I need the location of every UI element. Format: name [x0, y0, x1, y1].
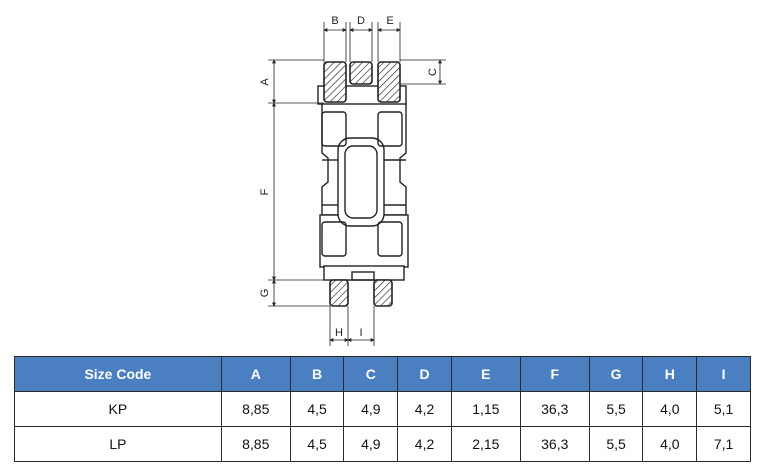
table-cell: 8,85 — [220, 426, 291, 462]
table-cell: 4,9 — [343, 426, 399, 462]
table-cell: 4,5 — [289, 391, 345, 427]
dim-label-d: D — [357, 15, 365, 27]
header-a: A — [220, 356, 291, 392]
dimensions-table: Size Code A B C D E F G H I KP 8,85 4,5 … — [14, 356, 751, 462]
header-c: C — [343, 356, 399, 392]
bottom-hatched-sections — [329, 279, 393, 307]
table-cell: 7,1 — [696, 426, 751, 462]
dimension-lines — [268, 22, 446, 346]
table-row: LP 8,85 4,5 4,9 4,2 2,15 36,3 5,5 4,0 7,… — [14, 426, 751, 462]
table-cell: 4,2 — [397, 426, 452, 462]
technical-drawing: B D E A F G C H I — [259, 15, 446, 346]
table-cell: 36,3 — [519, 426, 590, 462]
header-d: D — [397, 356, 452, 392]
dim-label-e: E — [386, 15, 393, 27]
header-h: H — [642, 356, 698, 392]
header-g: G — [588, 356, 644, 392]
header-size-code: Size Code — [14, 356, 222, 392]
table-cell: 4,0 — [642, 391, 698, 427]
table-cell: 4,9 — [343, 391, 399, 427]
dim-label-c: C — [427, 68, 439, 76]
top-hatched-sections — [323, 61, 401, 103]
table-cell: 5,1 — [696, 391, 751, 427]
dim-label-a: A — [259, 78, 271, 86]
header-f: F — [519, 356, 590, 392]
table-cell: 8,85 — [220, 391, 291, 427]
dim-label-g: G — [259, 289, 271, 298]
dim-label-i: I — [359, 327, 362, 339]
table-cell: 36,3 — [519, 391, 590, 427]
table-cell: 4,0 — [642, 426, 698, 462]
dim-label-b: B — [331, 15, 338, 27]
table-header-row: Size Code A B C D E F G H I — [14, 356, 751, 392]
dimension-labels: B D E A F G C H I — [259, 15, 439, 339]
table-cell: 5,5 — [588, 391, 644, 427]
part-outline — [317, 85, 409, 281]
table-cell: 2,15 — [450, 426, 521, 462]
table-cell: KP — [14, 391, 222, 427]
table-cell: 1,15 — [450, 391, 521, 427]
header-i: I — [696, 356, 751, 392]
header-e: E — [450, 356, 521, 392]
header-b: B — [289, 356, 345, 392]
table-row: KP 8,85 4,5 4,9 4,2 1,15 36,3 5,5 4,0 5,… — [14, 391, 751, 427]
table-cell: 4,5 — [289, 426, 345, 462]
table-cell: 5,5 — [588, 426, 644, 462]
dim-label-h: H — [335, 327, 343, 339]
table-cell: LP — [14, 426, 222, 462]
dim-label-f: F — [259, 188, 271, 195]
table-cell: 4,2 — [397, 391, 452, 427]
